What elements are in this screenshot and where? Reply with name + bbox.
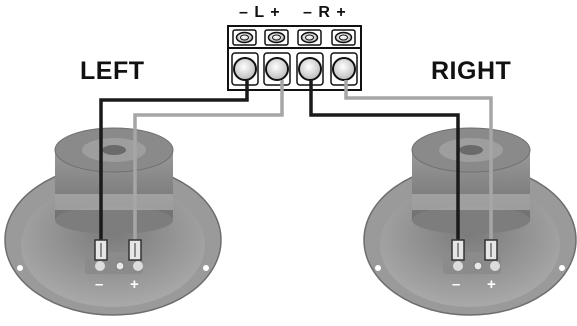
right-speaker-label-band	[412, 194, 530, 210]
mounting-hole	[203, 265, 209, 271]
mounting-hole	[375, 265, 381, 271]
terminal-right-channel-label: – R +	[303, 4, 347, 21]
left-speaker-negative-symbol: –	[95, 276, 104, 293]
terminal-socket-right-negative	[296, 52, 324, 86]
right-speaker-label: RIGHT	[431, 57, 512, 85]
left-speaker-label: LEFT	[80, 57, 145, 85]
left-speaker	[4, 127, 222, 316]
terminal-block	[227, 25, 362, 91]
wire-right-positive	[344, 80, 493, 244]
terminal-socket-left-positive	[263, 52, 291, 86]
terminal-screw-top	[232, 29, 257, 46]
mounting-hole	[559, 265, 565, 271]
right-speaker-negative-symbol: –	[452, 276, 461, 293]
wire-left-negative	[99, 80, 249, 244]
wire-left-positive	[133, 80, 284, 244]
right-speaker-pos-terminal	[490, 261, 500, 271]
left-speaker-label-band	[55, 194, 173, 210]
right-speaker-neg-terminal	[453, 261, 463, 271]
left-speaker-positive-symbol: +	[130, 276, 139, 293]
wire-right-negative	[309, 80, 460, 244]
terminal-screw-top	[297, 29, 322, 46]
terminal-screw-top	[264, 29, 289, 46]
terminal-socket-left-negative	[231, 52, 259, 86]
terminal-screw-top	[331, 29, 356, 46]
terminal-socket-right-positive	[330, 52, 358, 86]
left-speaker-pos-terminal	[133, 261, 143, 271]
terminal-left-channel-label: – L +	[239, 4, 281, 21]
left-speaker-neg-terminal	[95, 261, 105, 271]
mounting-hole	[17, 265, 23, 271]
right-speaker-positive-symbol: +	[487, 276, 496, 293]
right-speaker	[363, 127, 577, 316]
